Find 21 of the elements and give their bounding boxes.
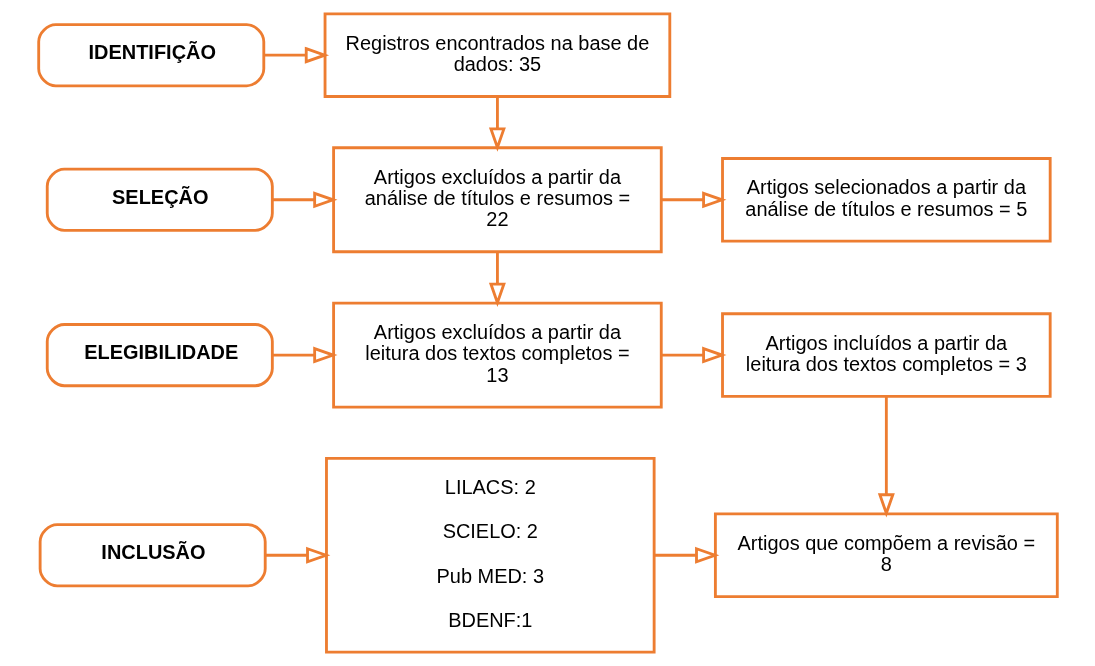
arrow	[653, 546, 719, 564]
arrow	[661, 346, 726, 364]
arrow	[264, 546, 330, 564]
arrow	[272, 191, 337, 209]
node-box: Artigos excluídos a partir da leitura dos textos completos = 13	[331, 301, 663, 409]
arrow	[488, 96, 506, 152]
node-box: Artigos selecionados a partir da análise de títulos e resumos = 5	[720, 157, 1052, 243]
node-box: LILACS: 2 SCIELO: 2 Pub MED: 3 BDENF:1	[324, 456, 656, 654]
node-box: Registros encontrados na base de dados: 35	[323, 12, 671, 98]
node-box: Artigos excluídos a partir da análise de títulos e resumos = 22	[331, 146, 663, 254]
arrow	[263, 46, 329, 64]
node-box: ELEGIBILIDADE	[45, 323, 274, 388]
node-box: INCLUSÃO	[38, 523, 267, 588]
node-box: Artigos que compõem a revisão = 8	[713, 512, 1059, 598]
node-box: SELEÇÃO	[45, 167, 274, 232]
node-box: IDENTIFIÇÃO	[36, 23, 265, 88]
arrow	[661, 191, 726, 209]
node-box: Artigos incluídos a partir da leitura dos textos completos = 3	[720, 312, 1052, 398]
arrow	[488, 252, 506, 307]
arrow	[272, 346, 337, 364]
arrow	[877, 396, 895, 518]
